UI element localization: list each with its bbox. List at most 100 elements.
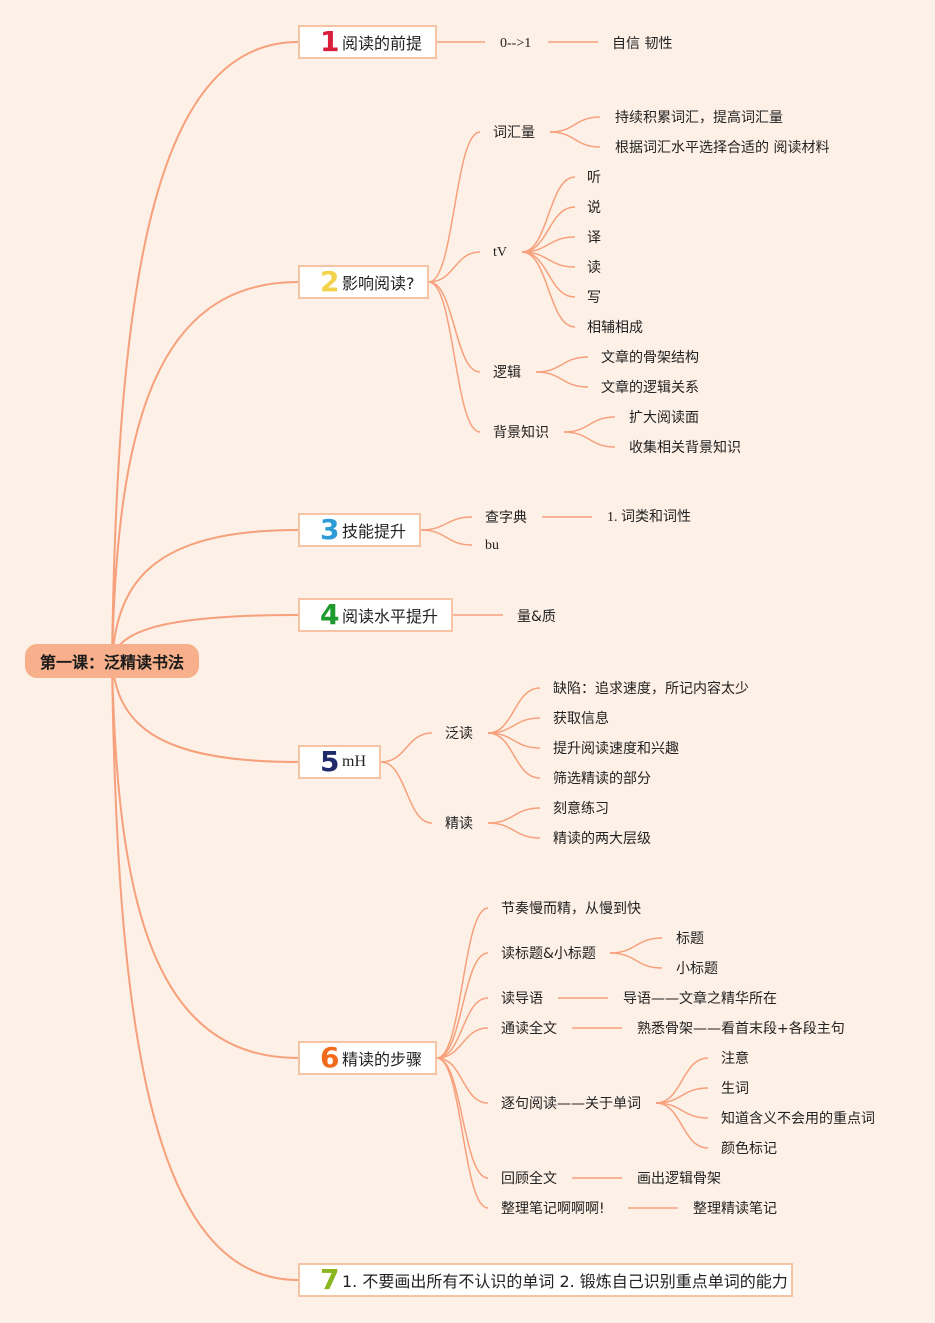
link-root-2	[111, 281, 299, 662]
node-2-2-6[interactable]: 相辅相成	[587, 320, 643, 336]
link-2-2-2	[521, 236, 576, 253]
node-6-1[interactable]: 节奏慢而精，从慢到快	[501, 901, 641, 917]
node-6-3-1[interactable]: 导语——文章之精华所在	[623, 991, 777, 1007]
link-2-3b	[535, 371, 589, 388]
branch-6-number: 6	[320, 1041, 340, 1074]
node-6-2[interactable]: 读标题&小标题	[501, 946, 596, 962]
node-2-4[interactable]: 背景知识	[493, 425, 549, 441]
branch-2-node[interactable]: 2 影响阅读?	[298, 265, 429, 299]
node-5-2[interactable]: 精读	[445, 816, 473, 832]
link-6-2b	[609, 952, 663, 969]
node-6-6-1[interactable]: 画出逻辑骨架	[637, 1171, 721, 1187]
root-label: 第一课：泛精读书法	[39, 653, 184, 672]
node-6-5-1[interactable]: 注意	[721, 1051, 749, 1067]
link-6-2	[436, 997, 489, 1059]
node-2-3-1[interactable]: 文章的骨架结构	[601, 350, 699, 366]
node-6-3[interactable]: 读导语	[501, 991, 543, 1007]
node-2-2-5[interactable]: 写	[587, 290, 601, 306]
node-5-1-2[interactable]: 获取信息	[553, 711, 609, 727]
node-2-1-2[interactable]: 根据词汇水平选择合适的 阅读材料	[615, 140, 830, 156]
branch-5-node[interactable]: 5 mH	[298, 745, 381, 779]
branch-2-label: 影响阅读?	[342, 274, 415, 293]
root-node[interactable]: 第一课：泛精读书法	[25, 644, 199, 678]
node-2-3-2[interactable]: 文章的逻辑关系	[601, 380, 699, 396]
node-4-1[interactable]: 量&质	[517, 609, 556, 625]
branch-3-node[interactable]: 3 技能提升	[298, 513, 421, 547]
branch-1-node[interactable]: 1 阅读的前提	[298, 25, 437, 59]
link-6-5-3	[655, 1102, 709, 1149]
node-6-4[interactable]: 通读全文	[501, 1021, 557, 1037]
link-2-3	[428, 281, 481, 433]
link-6-5-1	[655, 1087, 709, 1104]
link-5-1-0	[487, 687, 541, 734]
link-root-6	[111, 660, 299, 1059]
node-2-1[interactable]: 词汇量	[493, 125, 535, 141]
node-2-2-4[interactable]: 读	[587, 260, 601, 276]
branch-6-label: 精读的步骤	[342, 1050, 423, 1069]
node-2-2-3[interactable]: 译	[587, 230, 601, 246]
branch-7-number: 7	[320, 1263, 340, 1296]
link-2-1	[428, 251, 481, 283]
node-6-7[interactable]: 整理笔记啊啊啊!	[501, 1201, 605, 1217]
node-6-7-1[interactable]: 整理精读笔记	[693, 1201, 777, 1217]
link-5-a	[380, 732, 433, 763]
node-5-2-2[interactable]: 精读的两大层级	[553, 831, 651, 847]
node-1-1-1[interactable]: 自信 韧性	[612, 36, 673, 52]
link-6-3	[436, 1027, 489, 1059]
node-2-3[interactable]: 逻辑	[493, 365, 521, 381]
branch-3-label: 技能提升	[342, 522, 407, 541]
branch-7-node[interactable]: 7 1. 不要画出所有不认识的单词 2. 锻炼自己识别重点单词的能力	[298, 1263, 793, 1297]
node-6-4-1[interactable]: 熟悉骨架——看首末段+各段主句	[637, 1021, 845, 1037]
link-2-1b	[549, 131, 601, 148]
branch-1-number: 1	[320, 25, 340, 58]
node-6-6[interactable]: 回顾全文	[501, 1171, 557, 1187]
branch-6-node[interactable]: 6 精读的步骤	[298, 1041, 437, 1075]
link-5-2-0	[487, 807, 541, 824]
link-root-3	[111, 529, 299, 662]
link-6-5-0	[655, 1057, 709, 1104]
link-3-b	[420, 529, 473, 546]
branch-4-label: 阅读水平提升	[342, 607, 439, 626]
node-2-2-1[interactable]: 听	[587, 170, 601, 186]
link-2-2-5	[521, 251, 576, 328]
link-6-4	[436, 1057, 489, 1104]
node-6-2-1[interactable]: 标题	[676, 931, 704, 947]
node-3-1-1[interactable]: 1. 词类和词性	[607, 510, 691, 525]
link-5-1-3	[487, 732, 541, 779]
link-2-4a	[563, 416, 616, 433]
node-5-1-1[interactable]: 缺陷：追求速度，所记内容太少	[553, 681, 749, 697]
node-6-5-2[interactable]: 生词	[721, 1081, 749, 1097]
node-2-2[interactable]: tV	[493, 245, 507, 260]
link-root-1	[111, 41, 299, 662]
node-5-2-1[interactable]: 刻意练习	[553, 801, 609, 817]
link-2-4b	[563, 431, 616, 448]
branch-1-label: 阅读的前提	[342, 34, 423, 53]
link-2-2-1	[521, 206, 576, 253]
link-2-2-4	[521, 251, 576, 298]
branch-7-label: 1. 不要画出所有不认识的单词 2. 锻炼自己识别重点单词的能力	[342, 1272, 788, 1291]
node-6-5[interactable]: 逐句阅读——关于单词	[501, 1096, 641, 1112]
link-2-3a	[535, 356, 589, 373]
node-6-5-4[interactable]: 颜色标记	[721, 1141, 777, 1157]
node-3-2[interactable]: bu	[485, 538, 499, 553]
node-6-2-2[interactable]: 小标题	[676, 961, 718, 977]
link-6-5	[436, 1057, 489, 1179]
branch-4-node[interactable]: 4 阅读水平提升	[298, 598, 453, 632]
link-2-1a	[549, 116, 601, 133]
branch-4-number: 4	[320, 598, 340, 631]
node-2-4-2[interactable]: 收集相关背景知识	[629, 440, 741, 456]
link-6-1	[436, 952, 489, 1059]
node-5-1-4[interactable]: 筛选精读的部分	[553, 771, 651, 787]
branch-3-number: 3	[320, 513, 340, 546]
node-5-1[interactable]: 泛读	[445, 726, 473, 742]
node-2-1-1[interactable]: 持续积累词汇，提高词汇量	[615, 110, 783, 126]
node-3-1[interactable]: 查字典	[485, 510, 527, 526]
link-5-1-1	[487, 717, 541, 734]
link-2-0	[428, 131, 481, 283]
node-6-5-3[interactable]: 知道含义不会用的重点词	[721, 1111, 875, 1127]
node-1-1[interactable]: 0-->1	[500, 36, 532, 51]
node-2-2-2[interactable]: 说	[587, 200, 601, 216]
node-5-1-3[interactable]: 提升阅读速度和兴趣	[553, 741, 679, 757]
node-2-4-1[interactable]: 扩大阅读面	[629, 410, 699, 426]
